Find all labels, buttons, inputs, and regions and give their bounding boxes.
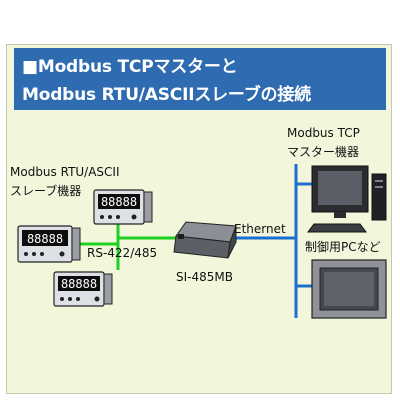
slave-meter-left: 88888 [17, 225, 81, 263]
slave-meter-bottom: 88888 [53, 271, 113, 307]
meter-bottom-digits: 88888 [61, 277, 97, 291]
pc-label: 制御用PCなど [305, 240, 381, 254]
rtu-slave-label-1: Modbus RTU/ASCII [10, 165, 120, 179]
si485mb-converter [173, 221, 237, 259]
title-line-2: Modbus RTU/ASCIIスレーブの接続 [22, 85, 311, 105]
tcp-master-label-2: マスター機器 [287, 145, 360, 159]
meter-left-digits: 88888 [27, 232, 63, 246]
rtu-slave-label-2: スレーブ機器 [10, 184, 82, 198]
title-line-1: ■Modbus TCPマスターと [22, 57, 238, 77]
converter-label: SI-485MB [176, 270, 233, 284]
slave-meter-top: 88888 [92, 189, 153, 225]
desktop-pc [307, 165, 387, 233]
tcp-master-label-1: Modbus TCP [287, 126, 360, 140]
title-bar [14, 48, 386, 110]
industrial-monitor [311, 259, 387, 319]
rs485-label: RS-422/485 [87, 246, 158, 260]
meter-top-digits: 88888 [101, 195, 137, 209]
ethernet-label: Ethernet [234, 222, 286, 236]
